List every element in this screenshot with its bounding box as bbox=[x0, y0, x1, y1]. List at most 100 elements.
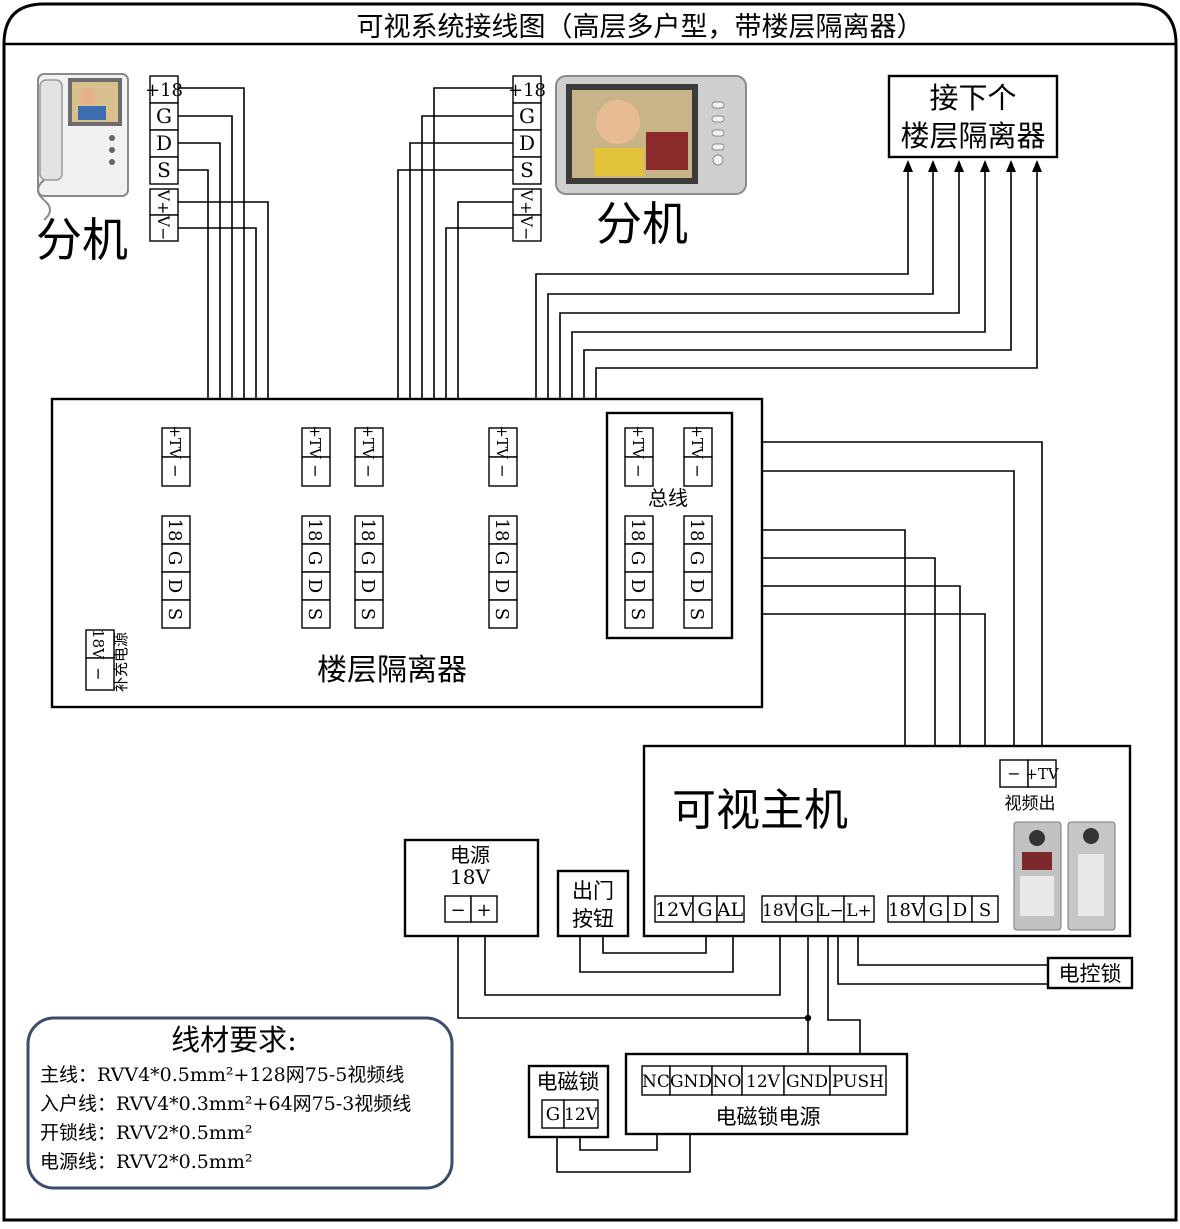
isolator-data-ports: 18 G D S 18 G D S 18 G D S 18 G D S bbox=[161, 515, 713, 629]
extension-terminals-left: +18 G D S V+ V− bbox=[145, 75, 183, 242]
svg-text:+TV: +TV bbox=[688, 425, 706, 460]
next-isolator-box bbox=[887, 74, 1059, 159]
svg-text:补充电源: 补充电源 bbox=[112, 632, 130, 692]
svg-text:+TV: +TV bbox=[629, 425, 647, 460]
svg-text:S: S bbox=[520, 158, 534, 182]
maglock-power-label: 电磁锁电源 bbox=[716, 1105, 821, 1129]
svg-text:18: 18 bbox=[164, 519, 185, 542]
svg-text:−: − bbox=[629, 464, 648, 477]
svg-text:S: S bbox=[357, 608, 378, 620]
svg-text:D: D bbox=[686, 579, 707, 593]
svg-text:D: D bbox=[156, 131, 172, 155]
maglock-power-terminals: NC GND NO 12V GND PUSH bbox=[641, 1065, 887, 1096]
power-supply-terminals: − + bbox=[444, 895, 498, 923]
svg-text:+TV: +TV bbox=[166, 425, 184, 460]
svg-text:+TV: +TV bbox=[1025, 765, 1060, 783]
svg-text:G: G bbox=[357, 551, 378, 565]
svg-text:+: + bbox=[476, 900, 491, 921]
electric-lock-box bbox=[1046, 956, 1134, 990]
svg-text:12V: 12V bbox=[564, 1105, 599, 1125]
svg-text:−: − bbox=[359, 464, 378, 477]
svg-text:G: G bbox=[491, 551, 512, 565]
power-supply-voltage: 18V bbox=[450, 865, 490, 889]
svg-text:L−: L− bbox=[818, 901, 844, 921]
svg-text:G: G bbox=[697, 899, 712, 921]
cable-spec-line-3: 开锁线：RVV2*0.5mm² bbox=[40, 1122, 253, 1144]
svg-text:G: G bbox=[546, 1104, 560, 1125]
cable-spec-title: 线材要求: bbox=[171, 1023, 297, 1057]
svg-text:D: D bbox=[164, 579, 185, 593]
junction-dot bbox=[804, 1014, 812, 1022]
svg-text:+TV: +TV bbox=[359, 425, 377, 460]
svg-text:S: S bbox=[157, 158, 171, 182]
svg-text:D: D bbox=[304, 579, 325, 593]
svg-text:+18: +18 bbox=[508, 80, 546, 101]
extension-label-right: 分机 bbox=[596, 197, 688, 251]
svg-text:18: 18 bbox=[491, 519, 512, 542]
svg-text:12V: 12V bbox=[746, 1072, 781, 1092]
svg-text:G: G bbox=[519, 104, 535, 128]
svg-text:−: − bbox=[1007, 764, 1020, 783]
svg-text:D: D bbox=[357, 579, 378, 593]
exit-button-line2: 按钮 bbox=[572, 907, 614, 931]
svg-text:+TV: +TV bbox=[493, 425, 511, 460]
svg-text:−: − bbox=[166, 464, 185, 477]
svg-text:18: 18 bbox=[304, 519, 325, 542]
cable-spec-line-4: 电源线：RVV2*0.5mm² bbox=[40, 1151, 253, 1173]
svg-text:G: G bbox=[164, 551, 185, 565]
svg-text:18: 18 bbox=[357, 519, 378, 542]
svg-text:+18: +18 bbox=[145, 80, 183, 101]
exit-button-box bbox=[556, 869, 630, 938]
svg-text:+TV: +TV bbox=[306, 425, 324, 460]
isolator-label: 楼层隔离器 bbox=[317, 653, 467, 688]
svg-text:−: − bbox=[493, 464, 512, 477]
svg-text:−: − bbox=[450, 900, 465, 921]
svg-text:GND: GND bbox=[786, 1072, 828, 1092]
main-terminals-a: 12V G AL bbox=[654, 895, 745, 923]
svg-text:D: D bbox=[519, 131, 535, 155]
svg-text:GND: GND bbox=[670, 1072, 712, 1092]
door-station-pictures bbox=[1013, 821, 1116, 931]
cable-spec-line-2: 入户线：RVV4*0.3mm²+64网75-3视频线 bbox=[40, 1093, 411, 1115]
diagram-title: 可视系统接线图（高层多户型，带楼层隔离器） bbox=[357, 12, 924, 43]
main-terminals-b: 18V G L− L+ bbox=[761, 895, 875, 923]
svg-text:V+: V+ bbox=[517, 189, 536, 215]
svg-text:G: G bbox=[686, 551, 707, 565]
svg-text:D: D bbox=[953, 900, 967, 921]
svg-text:L+: L+ bbox=[846, 901, 872, 921]
svg-text:G: G bbox=[156, 104, 172, 128]
svg-text:18V: 18V bbox=[762, 901, 797, 921]
svg-text:G: G bbox=[800, 900, 814, 921]
svg-text:−: − bbox=[306, 464, 325, 477]
main-terminals-c: 18V G D S bbox=[887, 895, 999, 923]
extension-terminals-right: +18 G D S V+ V− bbox=[508, 75, 546, 242]
svg-text:−: − bbox=[688, 464, 707, 477]
monitor-extension-picture bbox=[555, 75, 747, 195]
svg-text:NC: NC bbox=[642, 1072, 670, 1092]
maglock-terminals: G 12V bbox=[541, 1099, 599, 1129]
svg-text:D: D bbox=[627, 579, 648, 593]
isolator-tv-ports: +TV − +TV − +TV − +TV − +TV − +TV − bbox=[161, 425, 713, 487]
next-isolator-line2: 楼层隔离器 bbox=[900, 119, 1045, 153]
svg-text:S: S bbox=[491, 608, 512, 620]
svg-text:18V: 18V bbox=[89, 629, 107, 660]
svg-text:G: G bbox=[929, 900, 943, 921]
svg-text:18: 18 bbox=[627, 519, 648, 542]
svg-text:G: G bbox=[304, 551, 325, 565]
supplementary-supply-terminal: 18V − 补充电源 bbox=[85, 629, 130, 692]
svg-text:18V: 18V bbox=[888, 900, 925, 921]
svg-text:S: S bbox=[686, 608, 707, 620]
svg-text:视频出: 视频出 bbox=[1005, 794, 1056, 814]
svg-text:12V: 12V bbox=[655, 899, 693, 921]
svg-text:G: G bbox=[627, 551, 648, 565]
cable-spec-line-1: 主线：RVV4*0.5mm²+128网75-5视频线 bbox=[40, 1064, 404, 1086]
svg-text:S: S bbox=[164, 608, 185, 620]
svg-text:S: S bbox=[627, 608, 648, 620]
svg-text:PUSH: PUSH bbox=[832, 1072, 884, 1092]
extension-label-left: 分机 bbox=[36, 213, 128, 267]
bus-label: 总线 bbox=[648, 486, 688, 510]
svg-text:V−: V− bbox=[517, 215, 536, 241]
main-unit-label: 可视主机 bbox=[672, 785, 848, 836]
